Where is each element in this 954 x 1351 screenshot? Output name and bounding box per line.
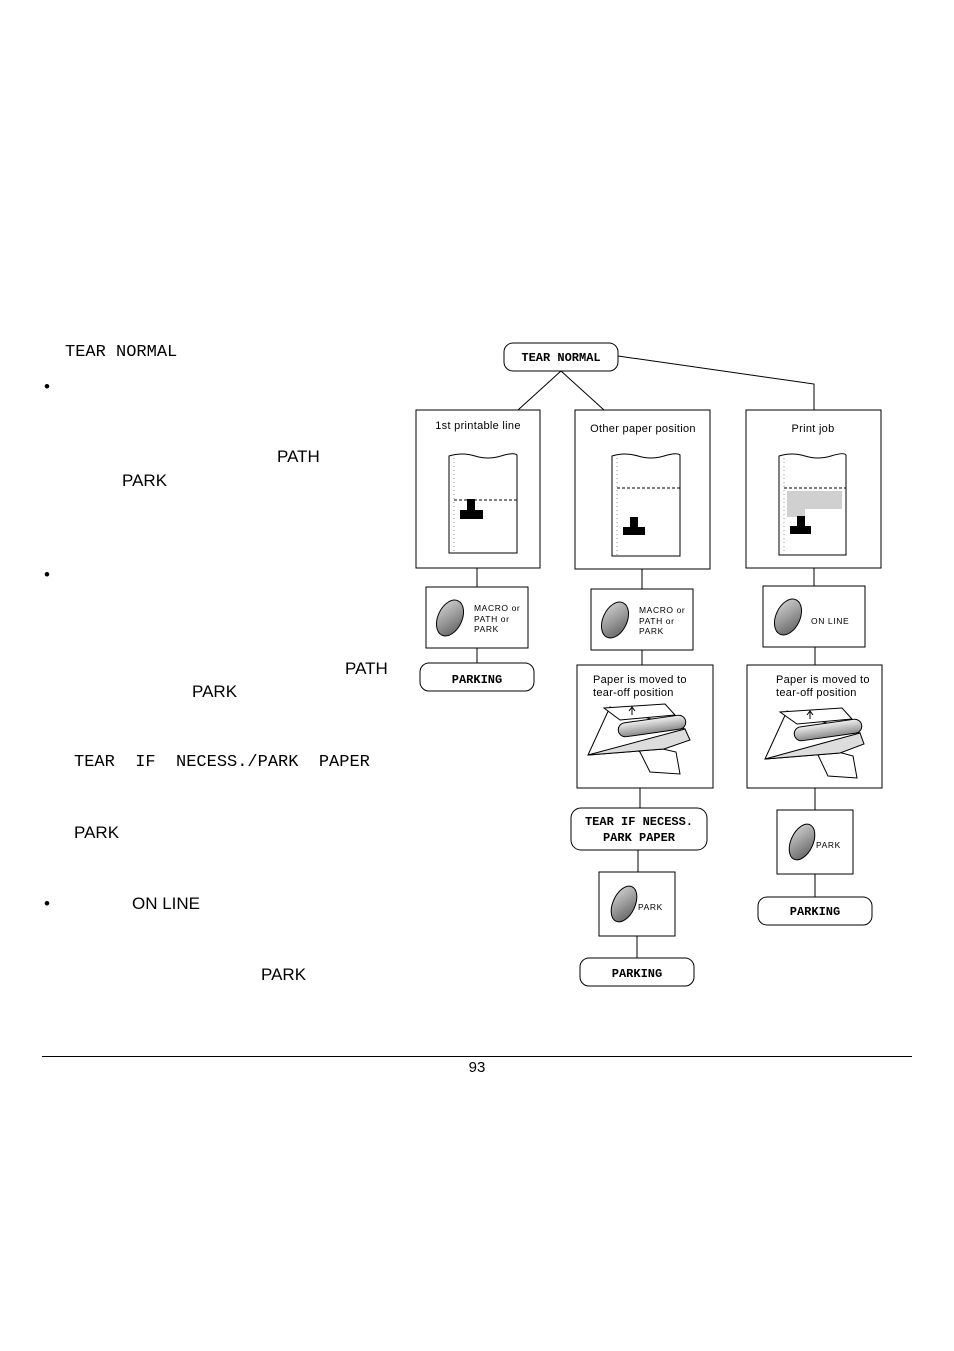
key-line-3a: ON LINE [811,616,849,626]
bullet-2: • [44,565,50,584]
column-print-job: Print job ON LINE Paper is moved to tear… [745,409,883,926]
result-parking-2: PARKING [612,967,662,981]
moved-line-3b: tear-off position [776,687,857,699]
decision-line-2: PARK PAPER [603,831,676,845]
column-header-3: Print job [791,423,834,435]
key-line-1a: MACRO or [474,603,520,613]
tear-off-illustration-3 [764,707,865,779]
key-park-3: PARK [74,823,120,842]
column-header-2: Other paper position [590,423,696,435]
key-icon-2 [600,601,630,639]
connector-lines [476,355,816,958]
paper-sheet-illustration-1 [448,453,518,554]
key-line-1c: PARK [474,624,499,634]
tear-off-illustration-2 [587,703,691,775]
result-parking-3: PARKING [790,905,840,919]
paper-sheet-illustration-2 [611,453,681,557]
key-icon-2b [610,885,638,923]
column-other-paper-position: Other paper position MACRO or PATH or PA… [570,409,714,987]
moved-line-2a: Paper is moved to [593,674,687,686]
top-node-tear-normal: TEAR NORMAL [503,342,619,372]
key-icon-1 [435,599,465,637]
key-park-1: PARK [122,471,168,490]
bullet-1: • [44,377,50,396]
bullet-3: • [44,894,50,913]
paper-sheet-illustration-3 [778,453,847,556]
key-line-1b: PATH or [474,614,510,624]
key-icon-3b [788,823,816,861]
column-header-1: 1st printable line [435,420,521,432]
key-path-2: PATH [345,659,388,678]
top-node-label: TEAR NORMAL [521,351,600,365]
key-on-line: ON LINE [132,894,201,913]
key-icon-3 [773,598,803,636]
key2-label-3: PARK [816,840,841,850]
footer-rule [42,1056,912,1057]
key-line-2c: PARK [639,626,664,636]
moved-line-3a: Paper is moved to [776,674,870,686]
key-line-2b: PATH or [639,616,675,626]
key-path-1: PATH [277,447,320,466]
key-park-4: PARK [261,965,307,984]
moved-line-2b: tear-off position [593,687,674,699]
column-1st-printable-line: 1st printable line MACRO or PATH or PARK… [415,409,541,692]
key2-label-2: PARK [638,902,663,912]
key-park-2: PARK [192,682,238,701]
setting-tear-if-necess: TEAR IF NECESS./PARK PAPER [74,753,370,772]
key-line-2a: MACRO or [639,605,685,615]
setting-tear-normal: TEAR NORMAL [65,343,178,362]
decision-line-1: TEAR IF NECESS. [585,815,693,829]
result-parking-1: PARKING [452,673,502,687]
page-number: 93 [468,1059,486,1076]
